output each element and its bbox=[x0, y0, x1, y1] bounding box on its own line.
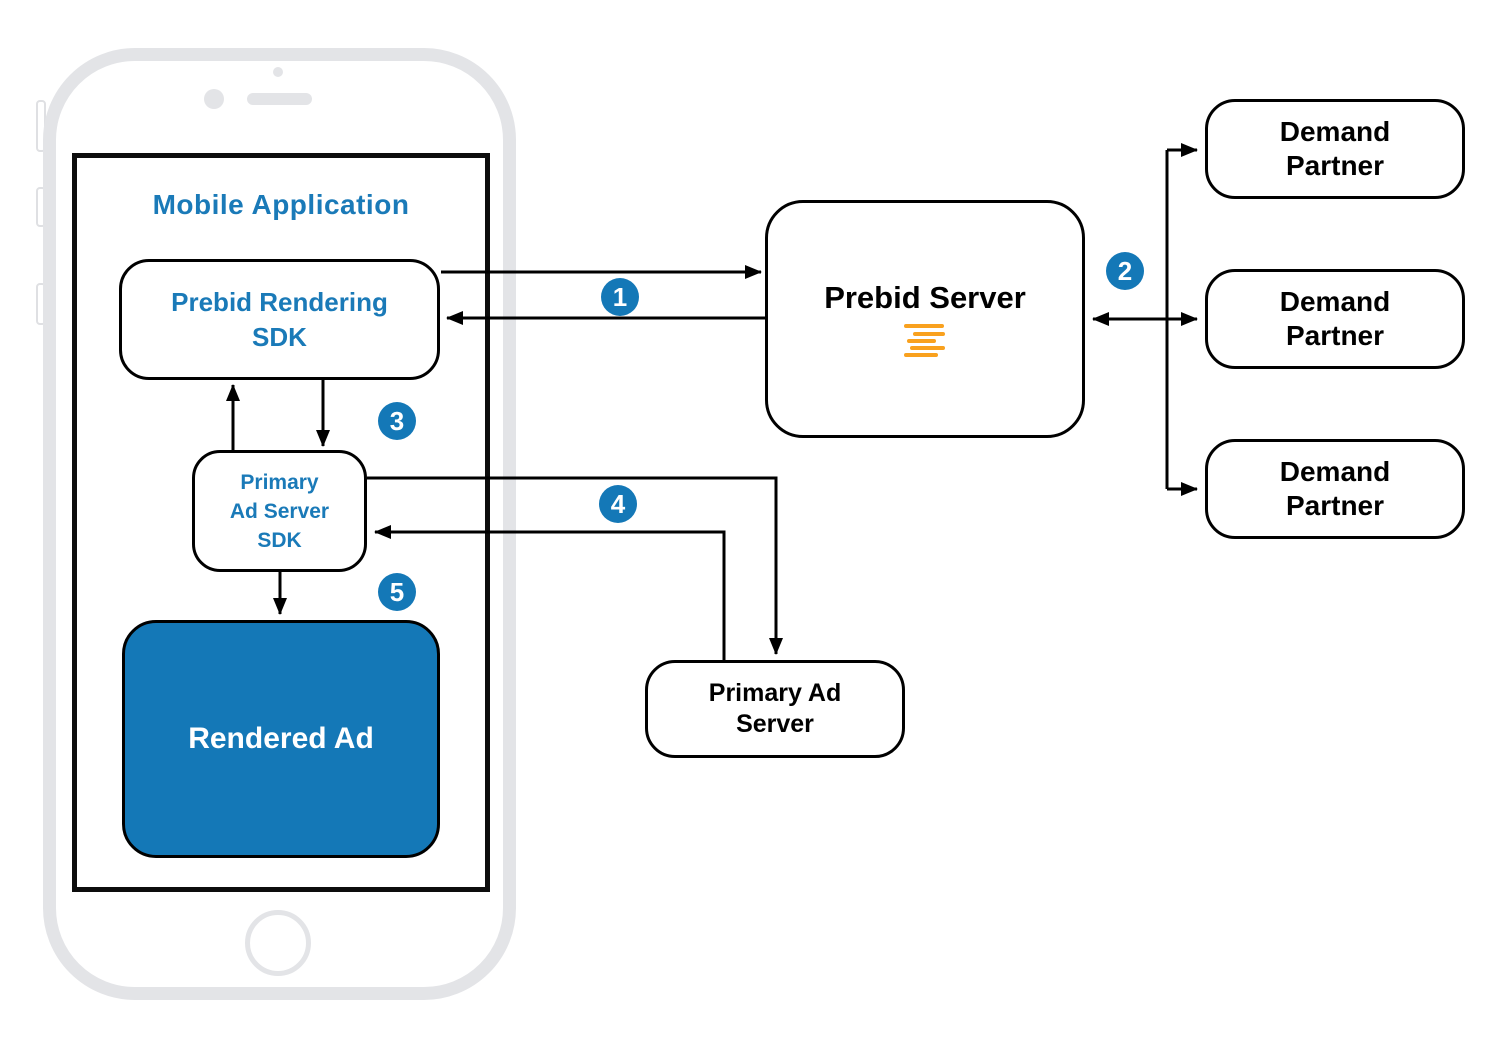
prebid-rendering-sdk-label-line1: Prebid Rendering bbox=[171, 286, 388, 317]
demand-partner-node: Demand Partner bbox=[1205, 439, 1465, 539]
prebid-logo-bar bbox=[904, 353, 938, 357]
rendered-ad-node: Rendered Ad bbox=[122, 620, 440, 858]
step-badge-1: 1 bbox=[601, 278, 639, 316]
step-badge-4: 4 bbox=[599, 485, 637, 523]
rendered-ad-label: Rendered Ad bbox=[188, 722, 374, 755]
demand-partner-node: Demand Partner bbox=[1205, 99, 1465, 199]
prebid-logo-bar bbox=[907, 339, 936, 343]
prebid-server-node: Prebid Server bbox=[765, 200, 1085, 438]
primary-ad-server-label-line1: Primary Ad bbox=[708, 679, 842, 707]
demand-partner-label-line2: Partner bbox=[1285, 490, 1385, 521]
primary-ad-server-sdk-label-line1: Primary bbox=[240, 470, 319, 494]
phone-front-camera-dot bbox=[273, 67, 283, 77]
primary-ad-server-sdk-label-line2: Ad Server bbox=[229, 499, 330, 523]
mobile-application-title: Mobile Application bbox=[152, 189, 410, 220]
phone-camera-dot bbox=[204, 89, 224, 109]
primary-ad-server-sdk-node: Primary Ad Server SDK bbox=[192, 450, 367, 572]
demand-partner-node: Demand Partner bbox=[1205, 269, 1465, 369]
demand-partner-label-line2: Partner bbox=[1285, 320, 1385, 351]
prebid-logo-icon bbox=[904, 324, 946, 358]
step-badge-2: 2 bbox=[1106, 252, 1144, 290]
phone-home-button bbox=[245, 910, 311, 976]
primary-ad-server-sdk-label-line3: SDK bbox=[257, 528, 302, 552]
prebid-logo-bar bbox=[913, 332, 945, 336]
demand-partner-label-line1: Demand bbox=[1279, 456, 1391, 487]
phone-speaker-bar bbox=[247, 93, 312, 105]
step-badge-3: 3 bbox=[378, 402, 416, 440]
step-badge-5: 5 bbox=[378, 573, 416, 611]
prebid-logo-bar bbox=[904, 324, 944, 328]
prebid-rendering-sdk-label-line2: SDK bbox=[252, 321, 307, 352]
demand-partner-label-line2: Partner bbox=[1285, 150, 1385, 181]
prebid-logo-bar bbox=[910, 346, 945, 350]
primary-ad-server-label-line2: Server bbox=[736, 710, 814, 738]
demand-partner-label-line1: Demand bbox=[1279, 116, 1391, 147]
primary-ad-server-node: Primary Ad Server bbox=[645, 660, 905, 758]
demand-partner-label-line1: Demand bbox=[1279, 286, 1391, 317]
prebid-rendering-sdk-node: Prebid Rendering SDK bbox=[119, 259, 440, 380]
prebid-server-label: Prebid Server bbox=[824, 280, 1026, 315]
